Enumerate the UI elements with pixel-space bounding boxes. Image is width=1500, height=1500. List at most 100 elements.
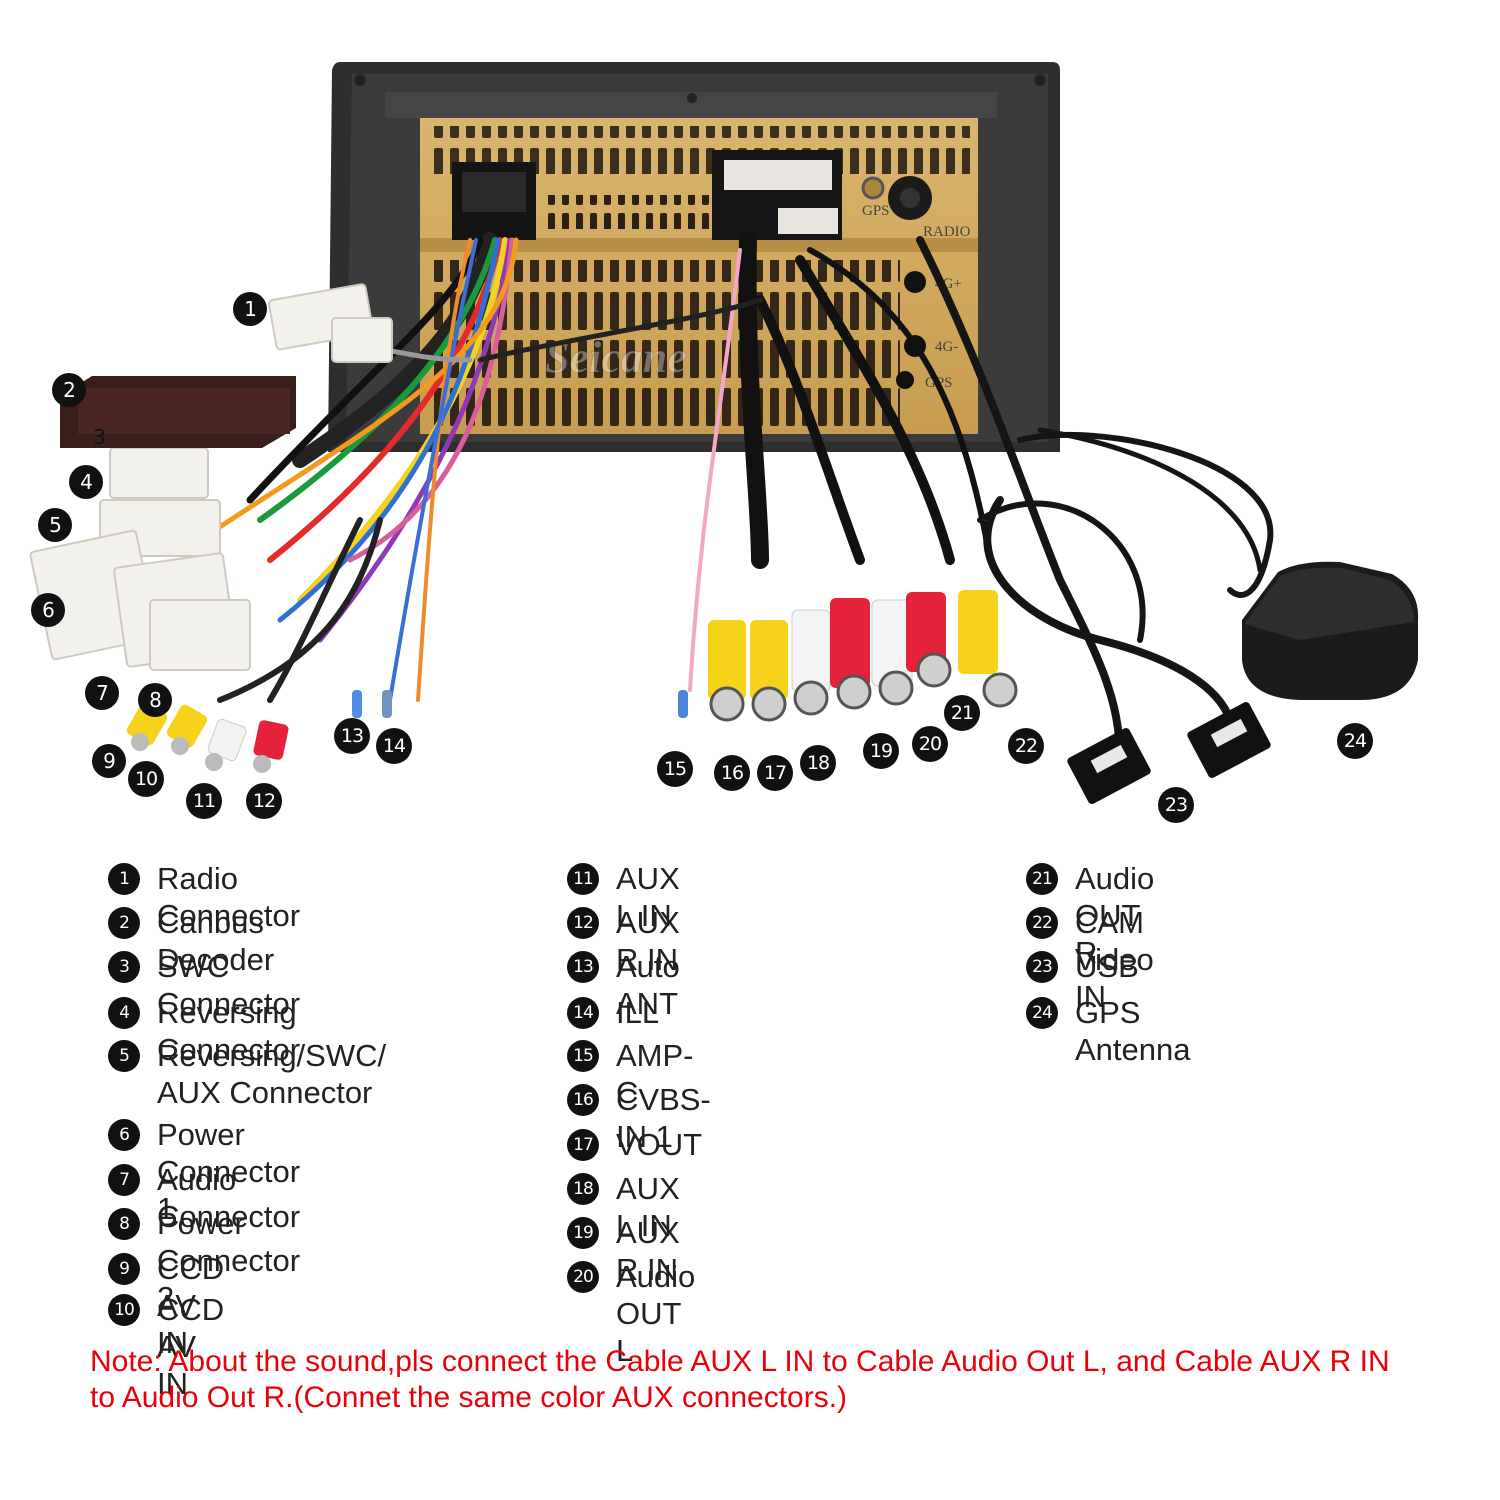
- callout-badge: 22: [1008, 728, 1044, 764]
- legend-number-badge: 17: [567, 1129, 599, 1161]
- left-rca-plugs: [126, 702, 289, 773]
- legend-number-badge: 12: [567, 907, 599, 939]
- legend-item: 19 AUX R IN: [567, 1214, 680, 1288]
- callout-badge: 6: [31, 593, 65, 627]
- legend-number-badge: 20: [567, 1261, 599, 1293]
- legend-label: Power Connector 2: [157, 1206, 301, 1315]
- port-label-radio: RADIO: [923, 224, 971, 240]
- gps-antenna-puck: [1242, 561, 1419, 700]
- legend-number-badge: 14: [567, 997, 599, 1029]
- callout-layer: 1 2 3 4 5 6 7 8 9 10 11 12 13 14 15 16 1…: [31, 292, 1373, 823]
- white-plug-connectors: [29, 283, 393, 671]
- center-rca-plugs: [708, 590, 1018, 722]
- rear-ports: [452, 150, 932, 389]
- legend-number-badge: 1: [108, 863, 140, 895]
- callout-badge: 8: [138, 683, 172, 717]
- legend-item: 4 Reversing Connector: [108, 994, 300, 1068]
- legend-item: 17 VOUT: [567, 1126, 702, 1163]
- callout-badge: 23: [1158, 787, 1194, 823]
- canbus-decoder-box: [60, 376, 296, 448]
- legend-label: AUX R IN: [616, 905, 680, 977]
- callout-badge: 11: [186, 783, 222, 819]
- legend-number-badge: 19: [567, 1217, 599, 1249]
- legend-number-badge: 9: [108, 1253, 140, 1285]
- legend-number-badge: 13: [567, 951, 599, 983]
- legend-number-badge: 5: [108, 1040, 140, 1072]
- legend-number-badge: 8: [108, 1208, 140, 1240]
- product-photo: GPS RADIO 4G+ 4G- GPS Seicane: [29, 62, 1419, 804]
- legend-label: AUX R IN: [616, 1215, 680, 1287]
- callout-badge: 16: [714, 755, 750, 791]
- callout-badge: 3: [93, 425, 106, 449]
- sound-connection-note: Note: About the sound,pls connect the Ca…: [90, 1345, 1390, 1414]
- callout-badge: 19: [863, 733, 899, 769]
- port-label-gps: GPS: [862, 203, 890, 219]
- legend-label: CCD AV IN: [157, 1251, 225, 1360]
- legend-number-badge: 22: [1026, 907, 1058, 939]
- legend-item: 20 Audio OUT L: [567, 1258, 695, 1369]
- callout-badge: 14: [376, 728, 412, 764]
- legend-label: ILL: [616, 995, 660, 1030]
- legend-item: 14 ILL: [567, 994, 659, 1031]
- legend-item: 12 AUX R IN: [567, 904, 680, 978]
- callout-badge: 10: [128, 761, 164, 797]
- antenna-wire-tips: [352, 690, 688, 718]
- legend-item: 24 GPS Antenna: [1026, 994, 1191, 1068]
- callout-badge: 9: [92, 744, 126, 778]
- callout-badge: 4: [69, 465, 103, 499]
- legend-label: USB: [1075, 949, 1139, 984]
- legend-item: 22 CAM Video IN: [1026, 904, 1154, 1015]
- callout-badge: 13: [334, 718, 370, 754]
- legend-item: 5 Reversing/SWC/ AUX Connector: [108, 1037, 386, 1111]
- legend-label: GPS Antenna: [1075, 995, 1191, 1067]
- legend-item: 3 SWC Connector: [108, 948, 300, 1022]
- legend-label: Reversing Connector: [157, 995, 301, 1067]
- port-label-4g-minus: 4G-: [935, 339, 958, 355]
- usb-plugs: [1067, 702, 1271, 804]
- legend-number-badge: 18: [567, 1173, 599, 1205]
- legend-item: 8 Power Connector 2: [108, 1205, 300, 1316]
- callout-badge: 21: [944, 695, 980, 731]
- callout-badge: 7: [85, 676, 119, 710]
- legend-number-badge: 15: [567, 1040, 599, 1072]
- legend-label: Canbus Decoder: [157, 905, 275, 977]
- callout-badge: 17: [757, 755, 793, 791]
- legend-number-badge: 24: [1026, 997, 1058, 1029]
- callout-badge: 2: [52, 373, 86, 407]
- head-unit-housing: [420, 118, 978, 434]
- legend-number-badge: 4: [108, 997, 140, 1029]
- legend-label: Reversing/SWC/ AUX Connector: [157, 1038, 387, 1110]
- center-wire-harness: [477, 231, 993, 692]
- callout-badge: 15: [657, 751, 693, 787]
- legend-label: Auto ANT: [616, 949, 680, 1021]
- usb-cables: [916, 236, 1274, 764]
- callout-badge: 12: [246, 783, 282, 819]
- legend-number-badge: 11: [567, 863, 599, 895]
- legend-label: CVBS-IN 1: [616, 1082, 711, 1154]
- legend-number-badge: 2: [108, 907, 140, 939]
- legend-item: 11 AUX L IN: [567, 860, 680, 934]
- legend-label: CCD AV IN: [157, 1292, 225, 1401]
- legend-label: VOUT: [616, 1127, 703, 1162]
- callout-badge: 20: [912, 726, 948, 762]
- legend-label: SWC Connector: [157, 949, 301, 1021]
- legend-item: 2 Canbus Decoder: [108, 904, 274, 978]
- legend-number-badge: 3: [108, 951, 140, 983]
- legend-number-badge: 7: [108, 1164, 140, 1196]
- legend-label: Audio Connector: [157, 1162, 301, 1234]
- callout-badge: 1: [233, 292, 267, 326]
- legend-label: AUX L IN: [616, 861, 680, 933]
- legend-item: 13 Auto ANT: [567, 948, 680, 1022]
- legend-label: Audio OUT L: [616, 1259, 696, 1368]
- callout-badge: 18: [800, 745, 836, 781]
- left-wire-harness: [197, 232, 519, 703]
- callout-badge: 24: [1337, 723, 1373, 759]
- legend-label: CAM Video IN: [1075, 905, 1154, 1014]
